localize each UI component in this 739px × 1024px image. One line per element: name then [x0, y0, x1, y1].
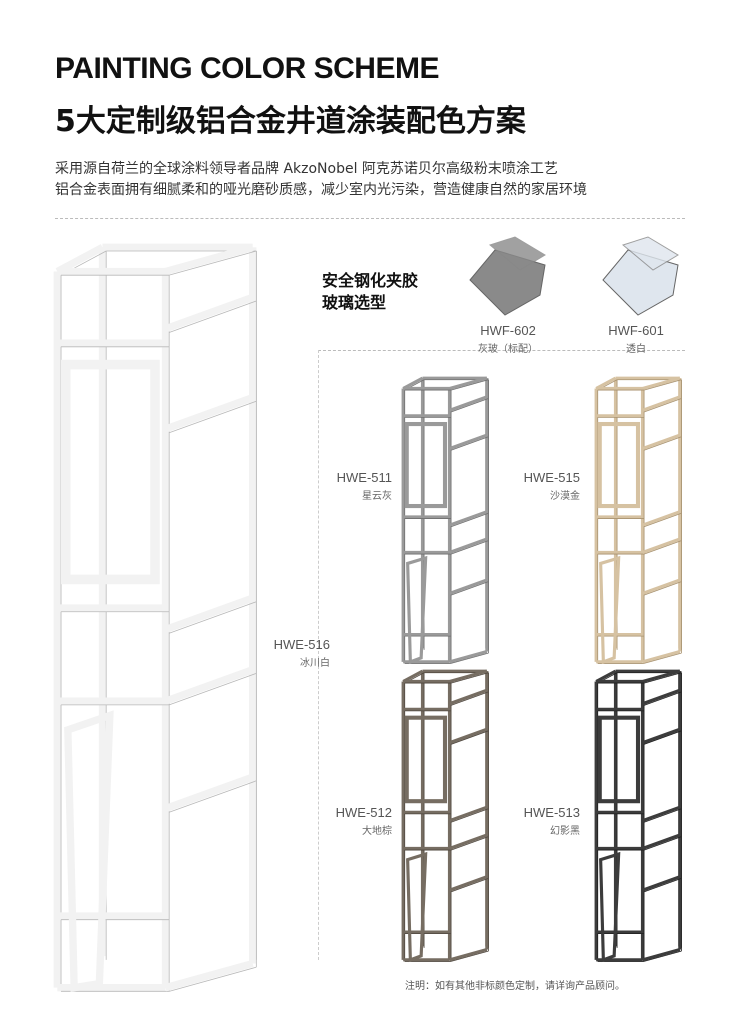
frame-bar: [641, 395, 681, 412]
glass-title-line: 安全钢化夹胶: [322, 271, 419, 290]
color-name: 大地棕: [362, 826, 392, 837]
frame-bar: [164, 959, 254, 992]
glass-name: 透白: [626, 344, 646, 355]
intro-line-2: 铝合金表面拥有细腻柔和的哑光磨砂质感，减少室内光污染，营造健康自然的家居环境: [55, 182, 587, 198]
glass-swatch-hwf-601: [602, 236, 679, 316]
frame-bar: [595, 669, 617, 683]
glass-name: 灰玻（标配）: [478, 344, 538, 355]
title-chinese: 5大定制级铝合金井道涂装配色方案: [55, 104, 526, 139]
glass-pane: [488, 236, 546, 271]
shaft-frame-hwe-512: [401, 669, 489, 963]
frame-bar: [641, 688, 681, 706]
frame-bar: [448, 688, 488, 706]
frame-bar: [402, 669, 424, 683]
upper-door: [597, 715, 641, 804]
frame-bar: [641, 578, 681, 595]
frame-bar: [641, 833, 681, 850]
color-code: HWE-515: [523, 470, 580, 485]
divider: [318, 350, 319, 960]
lower-door: [64, 710, 114, 992]
shaft-frame-hwe-515: [594, 376, 682, 665]
frame-bar: [164, 293, 254, 333]
upper-door: [597, 421, 641, 509]
frame-bar: [448, 727, 488, 745]
upper-door: [404, 715, 448, 804]
frame-bar: [448, 433, 488, 451]
glass-code: HWF-602: [480, 323, 536, 338]
color-name: 幻影黑: [550, 826, 580, 837]
lower-door: [599, 851, 621, 963]
upper-door: [404, 421, 448, 509]
color-code: HWE-512: [335, 805, 392, 820]
title-english: PAINTING COLOR SCHEME: [55, 52, 439, 85]
frame-bar: [641, 875, 681, 892]
frame-bar: [642, 649, 681, 664]
divider: [318, 350, 685, 351]
glass-title-line: 玻璃选型: [322, 293, 387, 312]
glass-swatch-hwf-602: [469, 236, 546, 316]
color-code: HWE-511: [336, 470, 392, 485]
frame-bar: [641, 510, 681, 527]
glass-section-title: 安全钢化夹胶 玻璃选型: [322, 270, 418, 314]
shaft-frame-hwe-513: [594, 669, 682, 963]
lower-door: [406, 851, 428, 963]
frame-bar: [448, 510, 488, 527]
frame-bar: [164, 594, 254, 634]
glass-code: HWF-601: [608, 323, 664, 338]
shaft-frame-hwe-516: [53, 243, 257, 992]
frame-bar: [449, 947, 488, 962]
frame-bar: [448, 805, 488, 823]
frame-bar: [448, 395, 488, 412]
frame-bar: [641, 433, 681, 451]
frame-bar: [642, 947, 681, 962]
frame-bar: [642, 669, 681, 684]
frame-bar: [448, 537, 488, 554]
frame-bar: [449, 376, 488, 391]
color-name: 星云灰: [362, 491, 392, 502]
frame-bar: [402, 376, 424, 390]
frame-bar: [641, 805, 681, 823]
frame-bar: [641, 537, 681, 554]
lower-door: [406, 555, 428, 665]
frame-bar: [448, 578, 488, 595]
frame-bar: [595, 376, 617, 390]
frame-bar: [164, 773, 254, 813]
shaft-frame-hwe-511: [401, 376, 489, 665]
frame-bar: [641, 727, 681, 745]
lower-door: [599, 555, 621, 665]
frame-bar: [448, 875, 488, 892]
footnote: 注明：如有其他非标颜色定制，请详询产品顾问。: [405, 981, 625, 992]
frame-bar: [164, 394, 254, 433]
frame-bar: [164, 666, 254, 705]
frame-bar: [448, 833, 488, 850]
divider: [55, 218, 685, 219]
upper-door: [60, 359, 160, 585]
frame-bar: [642, 376, 681, 391]
color-name: 沙漠金: [550, 491, 580, 502]
color-name: 冰川白: [300, 658, 330, 669]
frame-bar: [164, 243, 254, 276]
frame-bar: [449, 669, 488, 684]
frame-bar: [55, 244, 105, 275]
glass-pane: [621, 236, 679, 271]
intro-line-1: 采用源自荷兰的全球涂料领导者品牌 AkzoNobel 阿克苏诺贝尔高级粉末喷涂工…: [55, 161, 558, 177]
color-code: HWE-516: [273, 637, 330, 652]
color-code: HWE-513: [523, 805, 580, 820]
frame-bar: [449, 649, 488, 664]
